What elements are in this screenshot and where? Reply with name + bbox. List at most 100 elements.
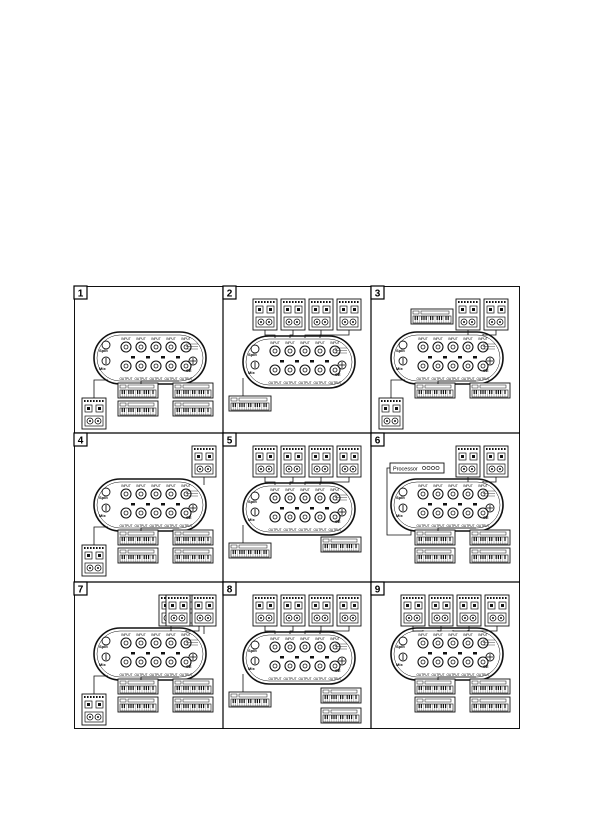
switch-icon — [473, 652, 477, 655]
jack-icon — [97, 716, 99, 718]
control-knob-icon — [471, 597, 473, 599]
keyboard-black-key — [187, 537, 189, 541]
jack-icon — [488, 318, 496, 326]
amplifier-frame — [252, 594, 278, 627]
jack-icon — [436, 617, 438, 619]
keyboard-control-strip — [420, 310, 450, 315]
keyboard-black-key — [148, 408, 150, 412]
control-knob-icon — [301, 301, 303, 303]
keyboard-black-key — [504, 704, 506, 708]
speaker-icon — [297, 455, 300, 458]
output-jack-icon — [123, 363, 129, 369]
jack-icon — [89, 567, 91, 569]
split-label: Split — [99, 644, 108, 649]
speaker-icon — [384, 407, 387, 410]
output-jack-label: OUTPUT — [119, 673, 132, 677]
keyboard-black-key — [176, 686, 178, 690]
output-jack-label: OUTPUT — [179, 673, 192, 677]
switch-icon — [310, 507, 314, 510]
keyboard-black-key — [143, 555, 145, 559]
keyboard-display — [322, 538, 330, 543]
keyboard-black-key — [484, 555, 486, 559]
input-jack-icon — [284, 345, 296, 357]
keyboard-black-key — [484, 686, 486, 690]
keyboard-black-key — [132, 537, 134, 541]
control-knob-icon — [298, 448, 300, 450]
input-jack-label: INPUT — [166, 337, 176, 341]
keyboard-display — [174, 680, 182, 685]
control-knob-icon — [286, 597, 288, 599]
panel-number: 7 — [78, 585, 84, 596]
amplifier-frame — [308, 594, 334, 627]
amp-cable — [482, 330, 497, 336]
jack-box — [339, 612, 359, 624]
keyboard-black-key — [436, 390, 438, 394]
speaker-icon — [311, 601, 320, 610]
keyboard-black-key — [143, 408, 145, 412]
amplifier-frame — [81, 397, 107, 430]
keyboard-black-key — [442, 390, 444, 394]
mix-label: Mix — [396, 513, 403, 518]
keyboard-black-key — [239, 550, 241, 554]
keyboard-black-key — [475, 686, 477, 690]
control-knob-icon — [96, 696, 98, 698]
switch-icon — [458, 503, 462, 506]
keyboard-black-key — [128, 537, 130, 541]
control-knob-icon — [264, 301, 266, 303]
keyboard-black-key — [137, 537, 139, 541]
output-jack-label: OUTPUT — [149, 524, 162, 528]
control-knob-icon — [476, 448, 478, 450]
keyboard-display — [174, 698, 182, 703]
input-jack-icon — [269, 345, 281, 357]
keyboard-black-key — [121, 537, 123, 541]
control-knob-icon — [495, 448, 497, 450]
output-jack-icon — [180, 656, 192, 668]
output-jack-icon — [480, 363, 486, 369]
jack-icon — [293, 465, 301, 473]
control-knob-icon — [470, 448, 472, 450]
switch-icon — [131, 652, 135, 655]
keyboard-keys — [230, 549, 270, 558]
split-label: Split — [248, 648, 257, 653]
jack-box — [255, 316, 275, 328]
output-jack-icon — [287, 367, 293, 373]
keyboard-black-key — [130, 408, 132, 412]
keyboard-black-key — [152, 686, 154, 690]
amplifier-unit — [308, 298, 334, 331]
keyboard-display — [416, 680, 424, 685]
keyboard-instrument — [320, 707, 362, 724]
input-jack-label: INPUT — [181, 484, 191, 488]
jack-icon — [496, 318, 504, 326]
input-jack-icon — [450, 491, 456, 497]
jack-box — [431, 612, 451, 624]
control-knob-icon — [345, 597, 347, 599]
keyboard-black-key — [342, 544, 344, 548]
keyboard-black-key — [324, 544, 326, 548]
keyboard-black-key — [351, 695, 353, 699]
output-jack-label: OUTPUT — [134, 377, 147, 381]
jack-icon — [97, 567, 99, 569]
keyboard-black-key — [234, 403, 236, 407]
keyboard-black-key — [256, 403, 258, 407]
jack-icon — [316, 617, 318, 619]
keyboard-black-key — [192, 390, 194, 394]
jack-icon — [285, 465, 293, 473]
keyboard-black-key — [491, 390, 493, 394]
output-jack-label: OUTPUT — [283, 677, 296, 681]
control-knob-icon — [461, 448, 463, 450]
keyboard-instrument — [414, 696, 456, 713]
output-jack-icon — [477, 360, 489, 372]
output-jack-icon — [480, 659, 486, 665]
jack-icon — [460, 465, 468, 473]
keyboard-black-key — [176, 537, 178, 541]
control-knob-icon — [474, 597, 476, 599]
keyboard-black-key — [143, 704, 145, 708]
keyboard-black-key — [152, 408, 154, 412]
input-jack-icon — [299, 345, 311, 357]
amp-cable — [482, 477, 497, 483]
device-housing-inner — [245, 338, 353, 386]
panel-number: 3 — [375, 289, 381, 300]
input-jack-label: INPUT — [433, 337, 443, 341]
keyboard-black-key — [475, 537, 477, 541]
keyboard-black-key — [331, 715, 333, 719]
